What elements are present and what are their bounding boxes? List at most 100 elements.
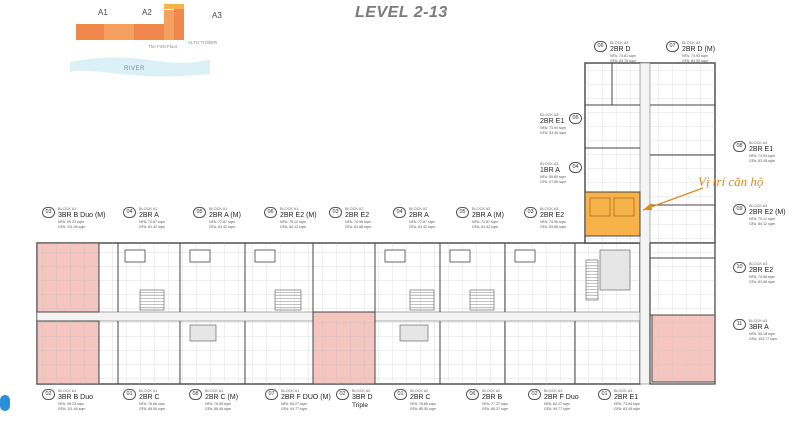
unit-nfa: NFA: 74.81 sqm <box>610 54 636 58</box>
unit-label: 03 BLOCK A1 3BR B Duo (M) NFA: 99.23 sqm… <box>42 207 112 229</box>
unit-number-badge: 01 <box>598 389 611 400</box>
page-edge-marker <box>0 395 10 411</box>
unit-type: 2BR F DUO (M) <box>281 394 331 401</box>
unit-nfa: NFA: 99.23 sqm <box>58 220 84 224</box>
unit-type: 2BR D <box>610 46 631 53</box>
key-block-a1: A1 <box>98 8 108 17</box>
unit-nfa: NFA: 74.96 sqm <box>540 220 566 224</box>
unit-type: 2BR C <box>139 394 160 401</box>
unit-block: BLOCK A1 <box>58 207 77 211</box>
unit-gfa: GFA: 84.12 sqm <box>280 224 306 229</box>
unit-nfa: NFA: 74.96 sqm <box>749 275 775 279</box>
unit-number-badge: 07 <box>666 41 679 52</box>
unit-label: 06 BLOCK A2 2BR B NFA: 77.37 sqm GFA: 86… <box>466 389 536 411</box>
unit-number-badge: 04 <box>123 207 136 218</box>
unit-type: 2BR C (M) <box>205 394 239 401</box>
unit-location-note: Vị trí căn hộ <box>698 174 764 189</box>
unit-gfa: GFA: 83.45 sqm <box>614 406 640 411</box>
unit-nfa: NFA: 84.27 sqm <box>281 402 307 406</box>
unit-block: BLOCK A2 <box>482 389 501 393</box>
unit-type: 2BR C <box>410 394 431 401</box>
unit-number-badge: 04 <box>393 207 406 218</box>
unit-block: BLOCK A2 <box>352 389 371 393</box>
unit-gfa: GFA: 81.42 sqm <box>139 224 165 229</box>
unit-block: BLOCK A1 <box>58 389 77 393</box>
unit-nfa: NFA: 75.12 sqm <box>280 220 306 224</box>
unit-a3-04-highlight <box>584 191 641 237</box>
unit-label: 05 BLOCK A1 2BR A (M) NFA: 72.87 sqm GFA… <box>193 207 263 229</box>
unit-type: 2BR A (M) <box>209 212 241 219</box>
unit-type: 3BR A <box>749 324 769 331</box>
unit-gfa: GFA: 84.09 sqm <box>682 58 708 63</box>
unit-nfa: NFA: 73.94 sqm <box>749 154 775 158</box>
unit-label: 04 BLOCK A2 2BR A NFA: 72.87 sqm GFA: 81… <box>393 207 463 229</box>
unit-block: BLOCK A2 <box>409 207 428 211</box>
unit-gfa: GFA: 111.46 sqm <box>58 406 86 411</box>
unit-gfa: GFA: 94.77 sqm <box>281 406 307 411</box>
unit-label: 02 BLOCK A3 2BR F Duo NFA: 84.27 sqm GFA… <box>528 389 598 411</box>
river-label: RIVER <box>124 66 145 72</box>
unit-number-badge: 01 <box>394 389 407 400</box>
unit-type: 2BR A (M) <box>472 212 504 219</box>
unit-block: BLOCK A2 <box>410 389 429 393</box>
unit-label: 08 BLOCK A3 2BR E1 NFA: 73.94 sqm GFA: 8… <box>733 141 803 163</box>
unit-block: BLOCK A3 <box>540 207 559 211</box>
unit-number-badge: 09 <box>733 204 746 215</box>
unit-number-badge: 04 <box>569 162 582 173</box>
unit-gfa: GFA: 83.68 sqm <box>345 224 371 229</box>
unit-type: 2BR E2 <box>540 212 565 219</box>
unit-nfa: NFA: 76.86 sqm <box>139 402 165 406</box>
unit-nfa: NFA: 72.87 sqm <box>409 220 435 224</box>
unit-number-badge: 02 <box>528 389 541 400</box>
unit-block: BLOCK A3 <box>614 389 633 393</box>
unit-nfa: NFA: 72.87 sqm <box>139 220 165 224</box>
unit-number-badge: 07 <box>265 389 278 400</box>
unit-gfa: GFA: 86.37 sqm <box>482 406 508 411</box>
unit-nfa: NFA: 84.27 sqm <box>544 402 570 406</box>
unit-label: 01 BLOCK A1 2BR C NFA: 76.86 sqm GFA: 85… <box>123 389 193 411</box>
unit-type: 2BR B <box>482 394 503 401</box>
unit-label: 06 BLOCK A1 2BR E2 (M) NFA: 75.12 sqm GF… <box>264 207 334 229</box>
page-title: LEVEL 2-13 <box>355 4 448 21</box>
unit-label: 10 BLOCK A3 2BR E2 NFA: 74.96 sqm GFA: 8… <box>733 262 803 284</box>
unit-gfa: GFA: 83.68 sqm <box>749 279 775 284</box>
unit-block: BLOCK A1 <box>281 389 300 393</box>
unit-nfa: NFA: 59.80 sqm <box>540 175 566 179</box>
unit-number-badge: 08 <box>189 389 202 400</box>
unit-type: 2BR E1 <box>540 118 565 125</box>
unit-gfa: GFA: 81.42 sqm <box>209 224 235 229</box>
unit-type: 2BR D (M) <box>682 46 716 53</box>
unit-gfa: GFA: 85.50 sqm <box>139 406 165 411</box>
unit-type: 2BR E2 (M) <box>749 209 786 216</box>
unit-type: 2BR E1 <box>749 146 774 153</box>
unit-gfa: GFA: 85.50 sqm <box>410 406 436 411</box>
unit-number-badge: 11 <box>733 319 746 330</box>
unit-nfa: NFA: 72.87 sqm <box>472 220 498 224</box>
unit-label: 06 BLOCK A3 2BR D NFA: 74.81 sqm GFA: 83… <box>594 41 664 63</box>
unit-nfa: NFA: 99.23 sqm <box>58 402 84 406</box>
unit-type: 2BR E1 <box>614 394 639 401</box>
unit-nfa: NFA: 76.86 sqm <box>410 402 436 406</box>
unit-type: 2BR F Duo <box>544 394 579 401</box>
unit-label: 01 BLOCK A2 2BR C NFA: 76.86 sqm GFA: 85… <box>394 389 464 411</box>
key-plan: A1 A2 A3 The First Floor ALTO TOWER RIVE… <box>60 4 230 79</box>
unit-number-badge: 02 <box>336 389 349 400</box>
unit-label: 03 BLOCK A2 2BR E2 NFA: 74.96 sqm GFA: 8… <box>329 207 399 229</box>
unit-number-badge: 05 <box>193 207 206 218</box>
unit-label: 07 BLOCK A3 2BR D (M) NFA: 74.93 sqm GFA… <box>666 41 736 63</box>
unit-label: 04 BLOCK A1 2BR A NFA: 72.87 sqm GFA: 81… <box>123 207 193 229</box>
unit-block: BLOCK A3 <box>749 262 768 266</box>
unit-number-badge: 03 <box>329 207 342 218</box>
unit-nfa: NFA: 74.93 sqm <box>682 54 708 58</box>
unit-label: BLOCK A3 2BR E1 NFA: 73.94 sqm GFA: 83.4… <box>512 113 582 135</box>
unit-type: 3BR D <box>352 394 373 401</box>
unit-label: 11 BLOCK A3 3BR A NFA: 93.18 sqm GFA: 10… <box>733 319 803 341</box>
unit-gfa: GFA: 84.12 sqm <box>749 221 775 226</box>
unit-gfa: GFA: 86.46 sqm <box>205 406 231 411</box>
unit-nfa: NFA: 77.37 sqm <box>482 402 508 406</box>
unit-block: BLOCK A3 <box>610 41 629 45</box>
tower-corridor <box>639 62 651 385</box>
unit-gfa: GFA: 111.46 sqm <box>58 224 86 229</box>
unit-number-badge: 02 <box>42 389 55 400</box>
key-faint-label: The First Floor <box>148 44 178 49</box>
